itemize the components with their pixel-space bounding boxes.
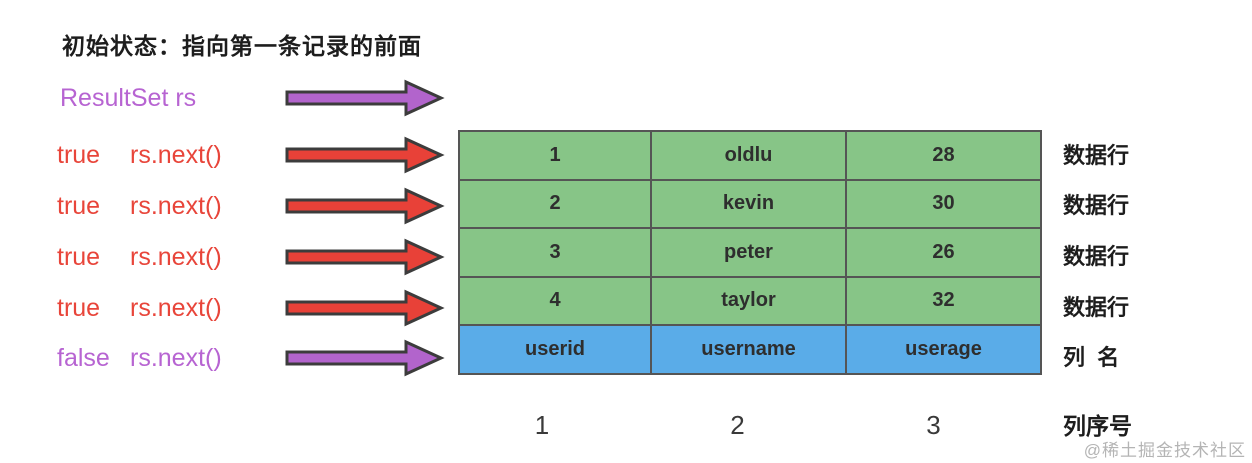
call-row-4: true rs.next() [57,293,222,323]
cell-userid: 4 [458,275,652,326]
call-row-5: false rs.next() [57,343,222,373]
call-row-3: true rs.next() [57,242,222,272]
call-row-1: true rs.next() [57,140,222,170]
cell-userid: 3 [458,227,652,278]
red-arrow-icon [285,238,445,276]
column-index-label: 列序号 [1063,413,1132,439]
call-method: rs.next() [130,243,222,271]
column-name-label: 列 名 [1063,345,1120,370]
header-username: username [650,324,847,375]
cell-userage: 28 [845,130,1042,181]
table-row: 2 kevin 30 [458,178,1042,229]
call-result: true [57,192,101,220]
call-method: rs.next() [130,141,222,169]
cell-username: kevin [650,178,847,229]
resultset-label-text: ResultSet rs [60,84,197,112]
call-method: rs.next() [130,192,222,220]
cell-userage: 26 [845,227,1042,278]
call-result: true [57,243,101,271]
call-method: rs.next() [130,294,222,322]
watermark: @稀土掘金技术社区 [1083,441,1246,460]
purple-arrow-icon [285,339,445,377]
call-result: true [57,141,101,169]
call-result: true [57,294,101,322]
cell-userid: 1 [458,130,652,181]
header-userage: userage [845,324,1042,375]
call-result: false [57,344,110,372]
column-number-2: 2 [730,410,745,440]
resultset-table: 1 oldlu 28 2 kevin 30 3 peter 26 4 taylo… [458,130,1042,375]
column-number-3: 3 [926,410,941,440]
cell-username: oldlu [650,130,847,181]
call-row-2: true rs.next() [57,191,222,221]
table-header-row: userid username userage [458,324,1042,375]
cell-userid: 2 [458,178,652,229]
page-title: 初始状态：指向第一条记录的前面 [62,33,422,59]
table-row: 4 taylor 32 [458,275,1042,326]
cell-username: taylor [650,275,847,326]
data-row-label: 数据行 [1063,295,1130,320]
table-row: 1 oldlu 28 [458,130,1042,181]
red-arrow-icon [285,136,445,174]
purple-arrow-icon [285,79,445,117]
data-row-label: 数据行 [1063,244,1130,269]
header-userid: userid [458,324,652,375]
resultset-label: ResultSet rs [60,83,196,113]
red-arrow-icon [285,187,445,225]
cell-username: peter [650,227,847,278]
data-row-label: 数据行 [1063,193,1130,218]
cell-userage: 30 [845,178,1042,229]
red-arrow-icon [285,289,445,327]
column-number-1: 1 [534,410,550,440]
data-row-label: 数据行 [1063,143,1130,168]
call-method: rs.next() [130,344,222,372]
table-row: 3 peter 26 [458,227,1042,278]
cell-userage: 32 [845,275,1042,326]
